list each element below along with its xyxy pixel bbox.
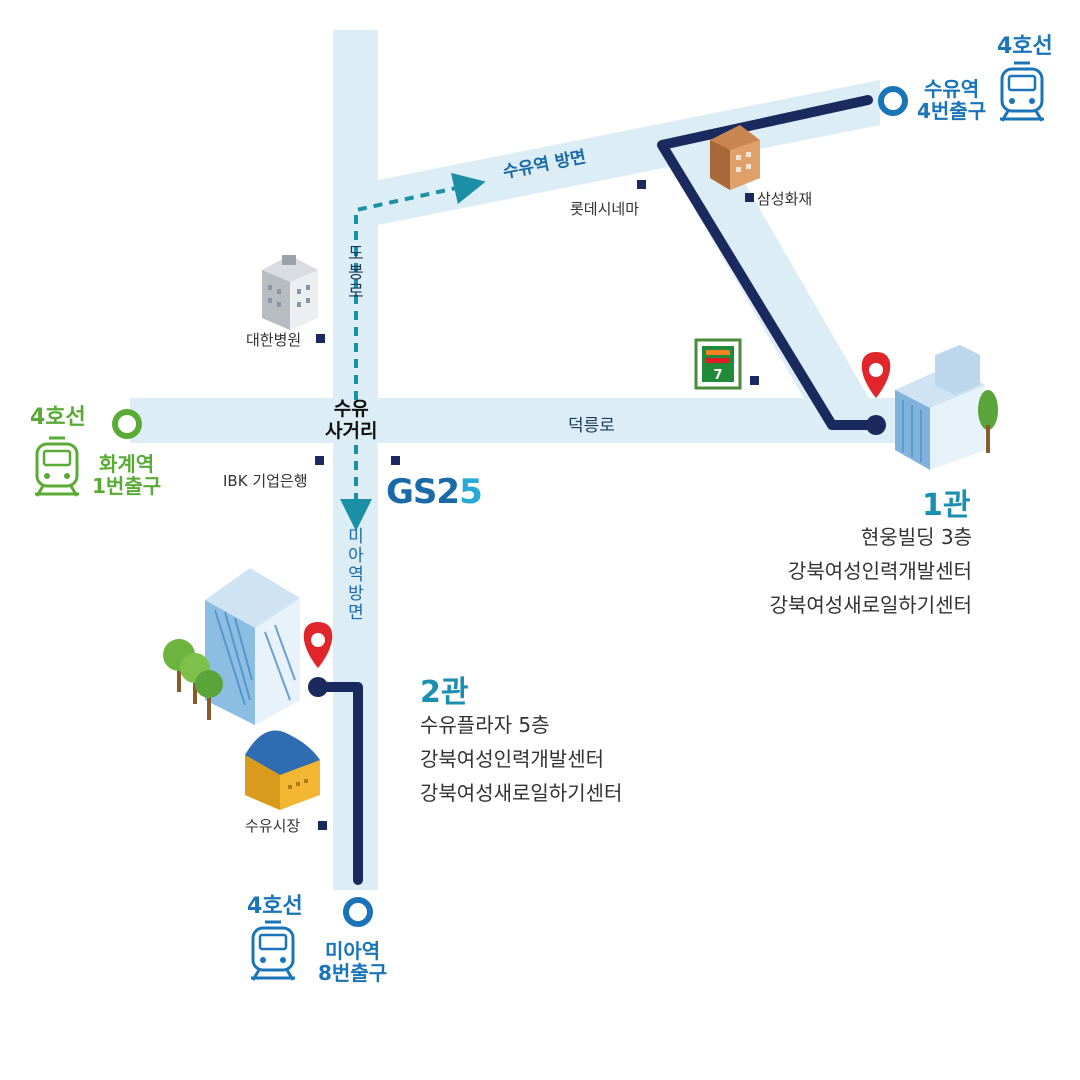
hospital-building-icon (262, 255, 318, 330)
daehan-hospital-marker (316, 334, 325, 343)
ibk-marker (315, 456, 324, 465)
gs25-suffix: 5 (459, 472, 483, 512)
mia-dir-char-4: 방 (348, 584, 364, 604)
hwagye-station-name: 화계역 1번출구 (92, 453, 161, 497)
seven-eleven-logo: 7 (694, 338, 742, 390)
samsung-fire-label: 삼성화재 (757, 190, 813, 208)
branch1-pin-icon (861, 352, 891, 398)
dobong-char-3: 로 (348, 282, 364, 302)
hwagye-station-marker (112, 409, 142, 439)
suyu-market-label: 수유시장 (245, 817, 301, 835)
branch2-info: 수유플라자 5층 강북여성인력개발센터 강북여성새로일하기센터 (420, 708, 622, 810)
branch2-line-3: 강북여성새로일하기센터 (420, 781, 623, 805)
suyu-station-name: 수유역 4번출구 (917, 78, 986, 122)
branch1-route-end (866, 415, 886, 435)
branch2-route-end (308, 677, 328, 697)
dobong-char-1: 도 (348, 244, 364, 264)
mia-direction-label: 미 아 역 방 면 (346, 528, 366, 623)
branch1-line-2: 강북여성인력개발센터 (788, 559, 972, 583)
hwagye-station-name-line2: 1번출구 (92, 474, 162, 498)
route-suyu-to-branch1 (657, 95, 881, 430)
mia-station-name-line1: 미아역 (324, 939, 381, 963)
samsung-fire-marker (745, 193, 754, 202)
deokneung-road-label: 덕릉로 (568, 416, 615, 436)
hwagye-line-label: 4호선 (30, 405, 86, 430)
samsung-building-icon (710, 125, 760, 190)
lotte-cinema-marker (637, 180, 646, 189)
diagonal-road (655, 140, 870, 400)
suyu-direction-road (378, 80, 880, 225)
suyu-intersection-label: 수유 사거리 (325, 398, 377, 442)
branch2-title: 2관 (420, 675, 469, 710)
suyu-station-marker (878, 86, 908, 116)
mia-station-marker (343, 897, 373, 927)
mia-station-name-line2: 8번출구 (318, 961, 388, 985)
gs25-marker (391, 456, 400, 465)
mia-dir-char-3: 역 (348, 565, 364, 585)
branch2-line-1: 수유플라자 5층 (420, 713, 550, 737)
seven-eleven-marker (750, 376, 759, 385)
mia-dir-char-1: 미 (348, 527, 364, 547)
suyu-station-name-line2: 4번출구 (917, 99, 987, 123)
landmark-markers (315, 180, 759, 830)
branch1-line-3: 강북여성새로일하기센터 (769, 593, 972, 617)
branch1-building-icon (895, 345, 998, 470)
dobong-char-2: 봉 (348, 263, 364, 283)
branch2-line-2: 강북여성인력개발센터 (420, 747, 604, 771)
intersection-line1: 수유 (333, 398, 369, 420)
market-building-icon (245, 730, 320, 810)
branch1-info: 현웅빌딩 3층 강북여성인력개발센터 강북여성새로일하기센터 (770, 520, 972, 622)
mia-line-label: 4호선 (247, 894, 303, 919)
hwagye-train-icon (33, 436, 81, 498)
branch2-building-icon (163, 568, 300, 725)
hwagye-station-name-line1: 화계역 (98, 452, 155, 476)
svg-text:7: 7 (713, 368, 722, 383)
route-mia-to-branch2 (313, 682, 363, 885)
dobong-road-label: 도 봉 로 (346, 245, 366, 302)
walk-arrows (340, 172, 486, 531)
branch1-title: 1관 (922, 488, 971, 523)
branch1-line-1: 현웅빌딩 3층 (860, 525, 972, 549)
mia-station-name: 미아역 8번출구 (318, 940, 387, 984)
mia-dir-char-5: 면 (348, 603, 364, 623)
branch2-pin-icon (303, 622, 333, 668)
trees-icon (163, 639, 223, 720)
suyu-train-icon (998, 61, 1046, 123)
daehan-hospital-label: 대한병원 (246, 331, 302, 349)
gs25-logo: GS25 (386, 472, 483, 512)
suyu-market-marker (318, 821, 327, 830)
deokneung-road (130, 398, 950, 443)
intersection-line2: 사거리 (325, 420, 378, 442)
mia-dir-char-2: 아 (348, 546, 364, 566)
gs25-prefix: GS2 (386, 472, 460, 512)
ibk-bank-label: IBK 기업은행 (223, 472, 308, 490)
lotte-cinema-label: 롯데시네마 (570, 200, 640, 218)
suyu-line-label: 4호선 (997, 34, 1053, 59)
suyu-station-name-line1: 수유역 (923, 77, 980, 101)
route-lines (313, 95, 881, 885)
mia-train-icon (249, 920, 297, 982)
